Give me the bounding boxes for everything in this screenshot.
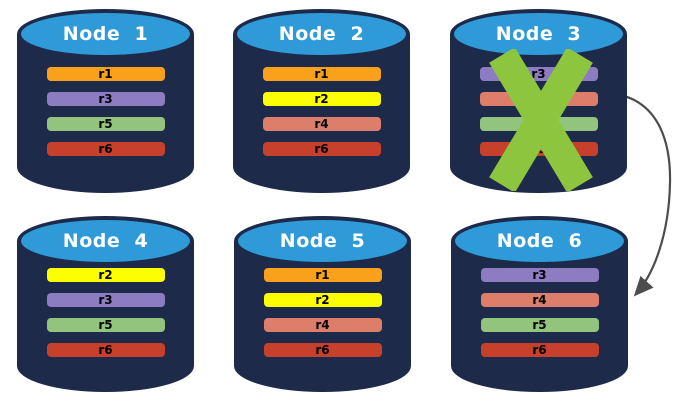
replica-label: r5 [98,117,113,131]
replica-bar-r5: r5 [46,318,165,332]
replica-label: r6 [98,142,113,156]
replica-label: r6 [532,343,547,357]
replica-label: r6 [314,142,329,156]
node-title: Node 1 [62,23,149,45]
replica-label: r5 [532,318,547,332]
failure-x-mark [482,47,600,193]
replica-bar-r1: r1 [262,67,381,81]
replica-bar-r6: r6 [263,343,382,357]
replica-label: r1 [315,268,330,282]
replica-label: r2 [98,268,113,282]
replica-bar-r4: r4 [480,293,599,307]
replica-label: r4 [315,318,330,332]
replica-label: r5 [98,318,113,332]
replica-label: r3 [531,67,546,81]
replica-list: r1 r2 r4 r6 [233,67,410,156]
replica-bar-r4: r4 [263,318,382,332]
replica-label: r3 [98,293,113,307]
replica-bar-r6: r6 [480,343,599,357]
cylinder-top: Node 6 [451,216,628,266]
db-node-5: Node 5 r1 r2 r4 r6 [234,216,411,392]
node-title: Node 2 [278,23,365,45]
cylinder-body [233,34,410,193]
replica-label: r1 [314,67,329,81]
cylinder-body [451,241,628,392]
replica-bar-r5: r5 [46,117,165,131]
cylinder-top: Node 5 [234,216,411,266]
replica-bar-r2: r2 [262,92,381,106]
node-title: Node 6 [496,230,583,252]
db-node-2: Node 2 r1 r2 r4 r6 [233,9,410,193]
cylinder-top: Node 4 [17,216,194,266]
replica-bar-r2: r2 [46,268,165,282]
cylinder-body [17,34,194,193]
replica-label: r6 [315,343,330,357]
node-title: Node 4 [62,230,149,252]
failover-arrow-path [619,93,672,297]
replica-bar-r1: r1 [46,67,165,81]
cylinder-body [17,241,194,392]
replica-bar-r5: r5 [480,318,599,332]
replica-bar-r3: r3 [480,268,599,282]
replica-bar-r1: r1 [263,268,382,282]
replica-bar-r6: r6 [46,142,165,156]
replica-list: r2 r3 r5 r6 [17,268,194,357]
db-node-1: Node 1 r1 r3 r5 r6 [17,9,194,193]
node-title: Node 3 [495,23,582,45]
replica-bar-r3: r3 [46,293,165,307]
cylinder-top: Node 3 [450,9,627,59]
replica-label: r6 [98,343,113,357]
cylinder-top: Node 2 [233,9,410,59]
cylinder-top: Node 1 [17,9,194,59]
replica-label: r2 [315,293,330,307]
replica-label: r4 [314,117,329,131]
replica-bar-r3: r3 [46,92,165,106]
replica-list: r3 r4 r5 r6 [451,268,628,357]
replica-bar-r2: r2 [263,293,382,307]
replica-bar-r6: r6 [262,142,381,156]
replica-bar-r6: r6 [46,343,165,357]
db-node-4: Node 4 r2 r3 r5 r6 [17,216,194,392]
replica-label: r3 [532,268,547,282]
replica-bar-r4: r4 [262,117,381,131]
node-title: Node 5 [279,230,366,252]
replica-label: r4 [532,293,547,307]
cylinder-body [234,241,411,392]
replica-label: r3 [98,92,113,106]
db-node-3: Node 3r3r4r5r6 [450,9,627,193]
replica-label: r1 [98,67,113,81]
replica-label: r2 [314,92,329,106]
replica-list: r1 r3 r5 r6 [17,67,194,156]
replica-list: r1 r2 r4 r6 [234,268,411,357]
db-node-6: Node 6 r3 r4 r5 r6 [451,216,628,392]
